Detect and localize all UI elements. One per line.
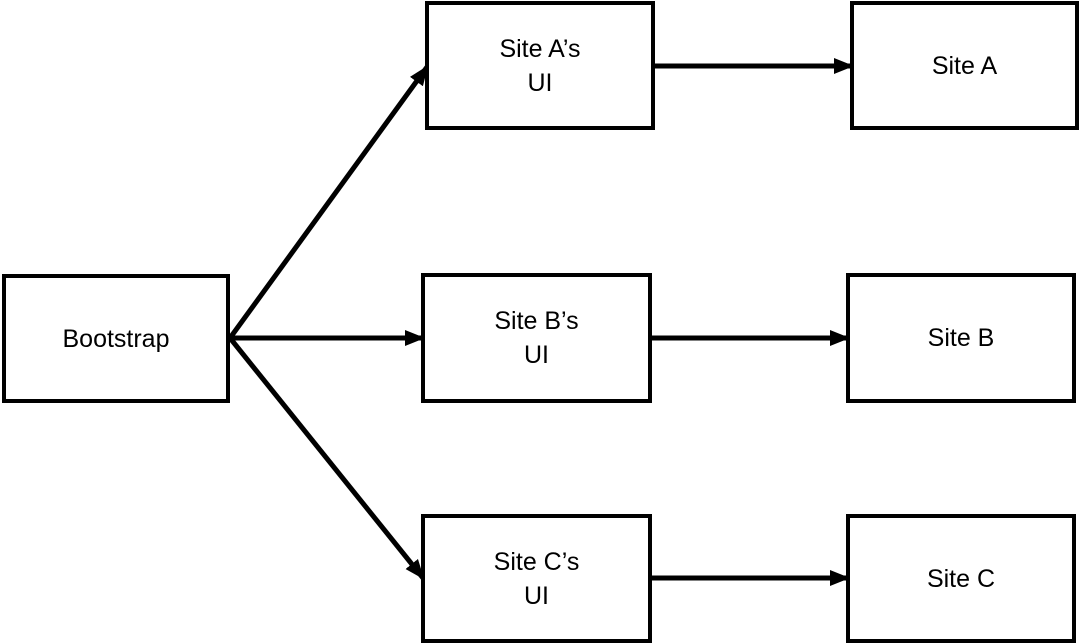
site-b-ui-label: Site B’s UI xyxy=(494,307,579,369)
site-c-label: Site C xyxy=(926,564,996,593)
site-a-label: Site A xyxy=(931,51,998,80)
site-b-node: Site B xyxy=(846,273,1076,403)
arrow-bootstrap-to-site-a-ui xyxy=(227,65,430,340)
bootstrap-label: Bootstrap xyxy=(62,324,170,353)
site-c-ui-node: Site C’s UI xyxy=(421,514,652,643)
arrow-bootstrap-to-site-c-ui xyxy=(228,336,425,580)
site-c-ui-label: Site C’s UI xyxy=(493,547,580,610)
site-c-node: Site C xyxy=(846,514,1076,643)
bootstrap-node: Bootstrap xyxy=(2,274,230,403)
site-b-ui-node: Site B’s UI xyxy=(421,273,652,403)
site-a-ui-label: Site A’s UI xyxy=(499,34,581,97)
site-b-label: Site B xyxy=(927,324,995,352)
site-a-node: Site A xyxy=(850,1,1079,130)
site-a-ui-node: Site A’s UI xyxy=(425,1,655,130)
